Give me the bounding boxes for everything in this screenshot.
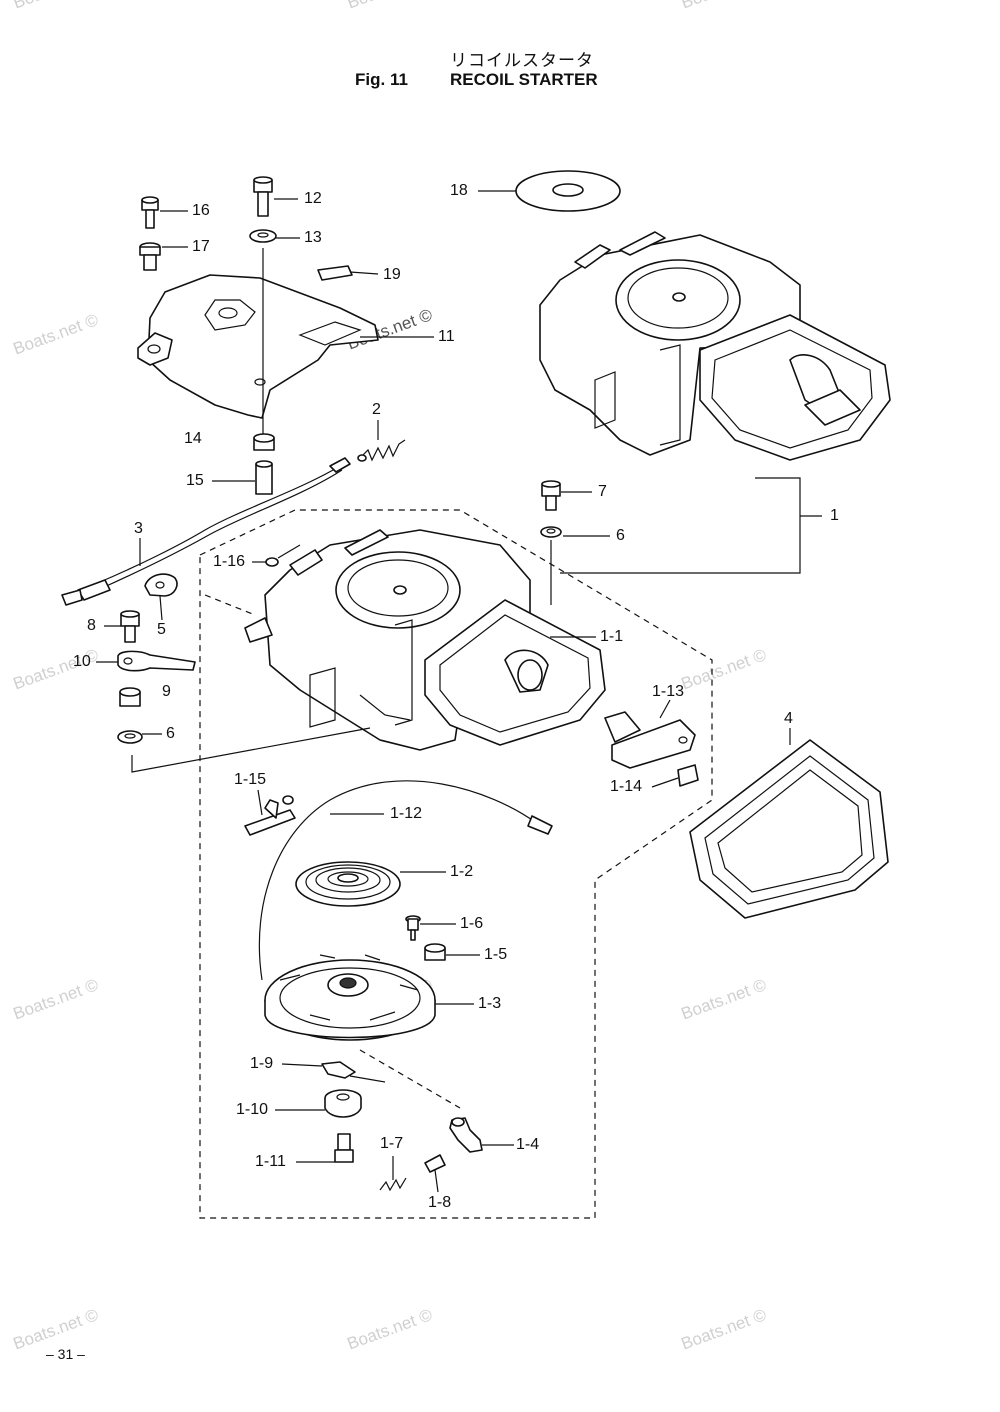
label-19-drawing — [317, 265, 353, 281]
seal-4-drawing — [689, 739, 889, 919]
callout-6-lower: 6 — [166, 725, 175, 742]
callout-6-upper: 6 — [616, 527, 625, 544]
holder-1-15-drawing — [244, 795, 296, 836]
callout-1-1: 1-1 — [600, 628, 624, 645]
callout-1-13: 1-13 — [652, 683, 685, 700]
callout-1-10: 1-10 — [236, 1101, 269, 1118]
handle-1-13-drawing — [604, 711, 696, 769]
callout-1-12: 1-12 — [390, 805, 423, 822]
cable-3-drawing — [61, 457, 351, 606]
callout-9: 9 — [162, 683, 171, 700]
title-japanese: リコイルスタータ — [450, 51, 594, 71]
figure-name: RECOIL STARTER — [450, 70, 598, 89]
washer-6-lower-drawing — [117, 730, 143, 744]
callout-1-9: 1-9 — [250, 1055, 274, 1072]
plate-1-9-drawing — [321, 1061, 356, 1079]
bolt-8-drawing — [120, 610, 140, 643]
screw-1-6-drawing — [405, 915, 421, 941]
callout-1: 1 — [830, 507, 839, 524]
washer-6-upper-drawing — [540, 526, 562, 538]
recoil-starter-assembly-1-drawing — [539, 231, 891, 461]
callout-1-11: 1-11 — [255, 1153, 286, 1170]
callout-1-7: 1-7 — [380, 1135, 404, 1152]
callout-1-2: 1-2 — [450, 863, 474, 880]
callout-17: 17 — [192, 238, 210, 255]
page-number: – 31 – — [46, 1346, 85, 1362]
spring-1-7-drawing — [379, 1177, 407, 1192]
assembly-1-bracket — [560, 477, 801, 574]
callout-7: 7 — [598, 483, 607, 500]
callout-1-8: 1-8 — [428, 1194, 452, 1211]
spring-1-8-drawing — [424, 1154, 446, 1173]
callout-1-5: 1-5 — [484, 946, 508, 963]
cap-1-10-drawing — [324, 1089, 362, 1118]
screw-7-drawing — [541, 480, 561, 511]
bolt-16-drawing — [141, 196, 159, 229]
callout-1-6: 1-6 — [460, 915, 484, 932]
callout-11: 11 — [438, 328, 455, 345]
callout-3: 3 — [134, 520, 143, 537]
callout-1-3: 1-3 — [478, 995, 502, 1012]
plate-5-drawing — [144, 573, 178, 597]
figure-title: Fig. 11 RECOIL STARTER — [355, 70, 598, 90]
cover-11-drawing — [137, 274, 379, 419]
callout-10: 10 — [73, 653, 91, 670]
collar-17-drawing — [139, 242, 161, 271]
callout-1-16: 1-16 — [213, 553, 246, 570]
callout-4: 4 — [784, 710, 793, 727]
bushing-14-drawing — [253, 433, 275, 451]
spring-2-drawing — [357, 439, 406, 462]
washer-18-drawing — [515, 170, 621, 212]
callout-1-15: 1-15 — [234, 771, 267, 788]
bolt-1-11-drawing — [334, 1133, 354, 1163]
callout-5: 5 — [157, 621, 166, 638]
callout-1-14: 1-14 — [610, 778, 643, 795]
figure-number: Fig. 11 — [355, 70, 408, 89]
collar-15-drawing — [255, 460, 273, 495]
washer-13-drawing — [249, 229, 277, 243]
pawl-1-4-drawing — [449, 1117, 483, 1153]
callout-13: 13 — [304, 229, 322, 246]
rope-1-12-drawing — [258, 780, 553, 981]
callout-2: 2 — [372, 401, 381, 418]
callout-16: 16 — [192, 202, 210, 219]
callout-14: 14 — [184, 430, 202, 447]
callout-8: 8 — [87, 617, 96, 634]
callout-18: 18 — [450, 182, 468, 199]
starter-case-1-1-drawing — [244, 529, 606, 751]
plug-1-14-drawing — [677, 764, 699, 787]
collar-9-drawing — [119, 687, 141, 707]
reel-1-3-drawing — [264, 954, 436, 1041]
lever-10-drawing — [117, 650, 196, 672]
assembly-1-boundary — [199, 509, 713, 1219]
callout-19: 19 — [383, 266, 401, 283]
callout-1-4: 1-4 — [516, 1136, 540, 1153]
callout-12: 12 — [304, 190, 322, 207]
spiral-spring-1-2-drawing — [295, 861, 401, 907]
callout-15: 15 — [186, 472, 204, 489]
bolt-12-drawing — [253, 176, 273, 217]
collar-1-5-drawing — [424, 943, 446, 961]
